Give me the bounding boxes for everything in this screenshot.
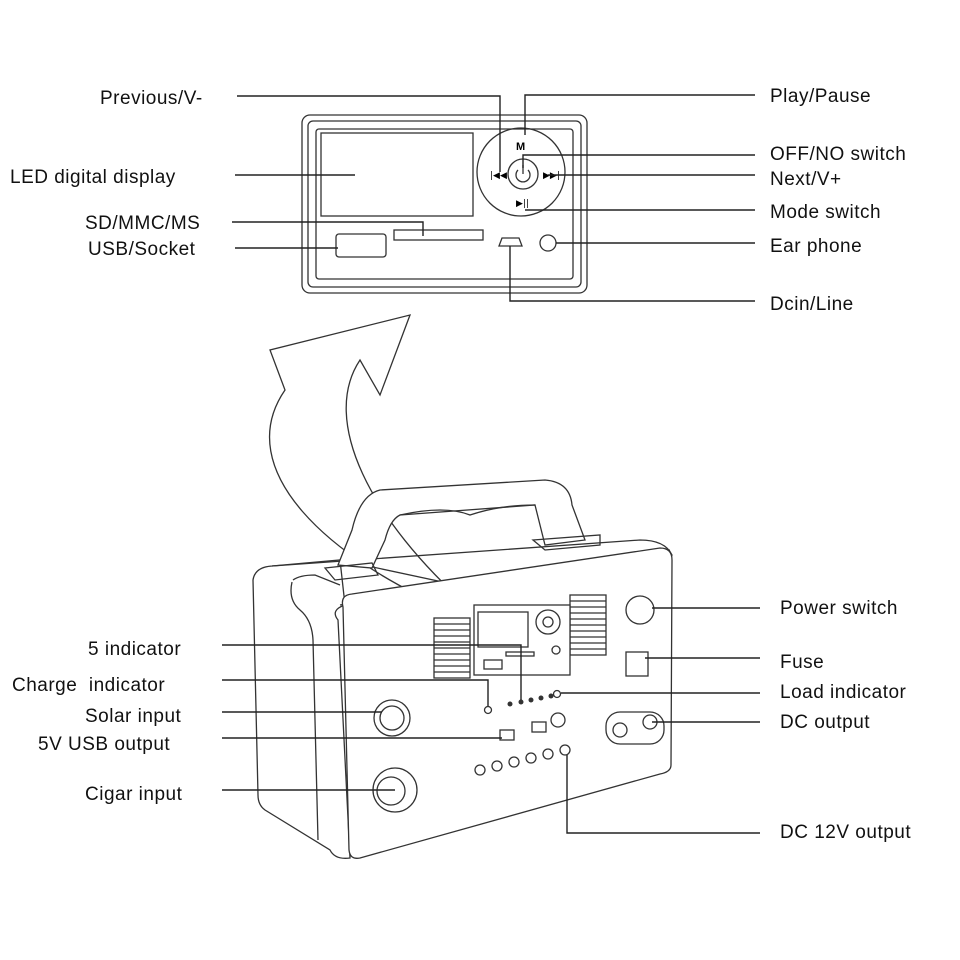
control-wheel[interactable] — [476, 127, 566, 217]
usb-socket — [335, 233, 387, 258]
mode-switch-label: Mode switch — [770, 202, 881, 223]
charge-indicator — [483, 705, 493, 715]
dc12v-output-label: DC 12V output — [780, 822, 911, 843]
five-indicator-label: 5 indicator — [88, 639, 181, 660]
device-leader-lines — [222, 607, 760, 834]
dcin-port — [498, 237, 523, 247]
charge-indicator-label: Charge indicator — [12, 675, 165, 696]
fuse-label: Fuse — [780, 652, 824, 673]
usb-output-1[interactable] — [499, 729, 515, 741]
mode-icon: M — [516, 141, 525, 153]
fuse — [625, 651, 649, 677]
sd-card-slot — [393, 229, 484, 241]
usb-output-2[interactable] — [531, 721, 547, 733]
previous-label: Previous/V- — [100, 88, 203, 109]
cigar-input-label: Cigar input — [85, 784, 183, 805]
dc-12v-outputs[interactable] — [474, 744, 571, 776]
previous-icon: |◀◀ — [490, 171, 507, 181]
control-panel: M |◀◀ ▶▶| ▶|| — [301, 114, 588, 294]
off-on-switch-label: OFF/NO switch — [770, 144, 906, 165]
next-label: Next/V+ — [770, 169, 842, 190]
dc-output-label: DC output — [780, 712, 870, 733]
play-pause-label: Play/Pause — [770, 86, 871, 107]
dcin-line-label: Dcin/Line — [770, 294, 854, 315]
usb-output-label: 5V USB output — [38, 734, 170, 755]
next-icon: ▶▶| — [543, 171, 560, 181]
panel-leader-lines — [232, 94, 755, 302]
solar-input[interactable] — [373, 699, 411, 737]
solar-input-label: Solar input — [85, 706, 182, 727]
earphone-jack — [539, 234, 557, 252]
sd-slot-label: SD/MMC/MS — [85, 213, 200, 234]
load-indicator — [552, 689, 562, 699]
speaker-grille-left — [433, 617, 471, 679]
power-switch[interactable] — [625, 595, 655, 625]
ear-phone-label: Ear phone — [770, 236, 862, 257]
five-indicators — [507, 693, 554, 707]
play-pause-icon: ▶|| — [516, 199, 529, 209]
usb-socket-label: USB/Socket — [88, 239, 196, 260]
led-display-label: LED digital display — [10, 167, 176, 188]
power-switch-label: Power switch — [780, 598, 898, 619]
power-station-device — [252, 479, 673, 859]
load-indicator-label: Load indicator — [780, 682, 907, 703]
dc-output[interactable] — [605, 711, 665, 745]
mini-control-panel — [473, 604, 571, 676]
